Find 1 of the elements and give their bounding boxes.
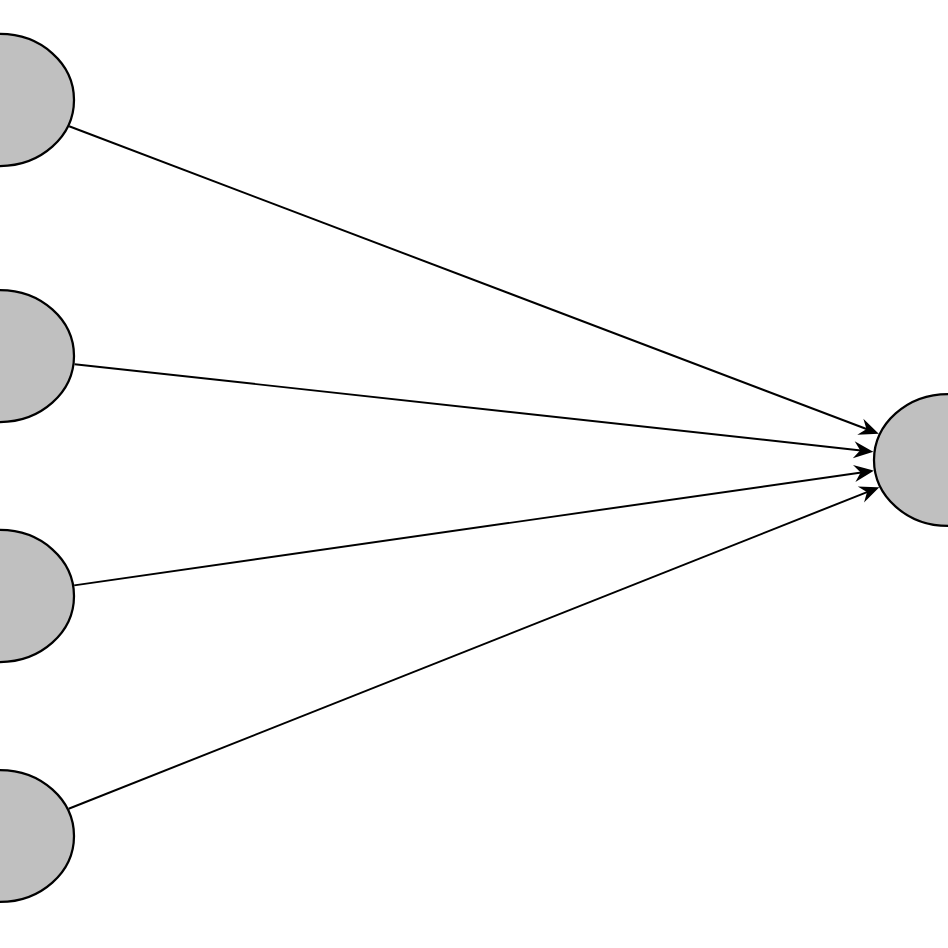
ellipse-node — [872, 392, 948, 528]
